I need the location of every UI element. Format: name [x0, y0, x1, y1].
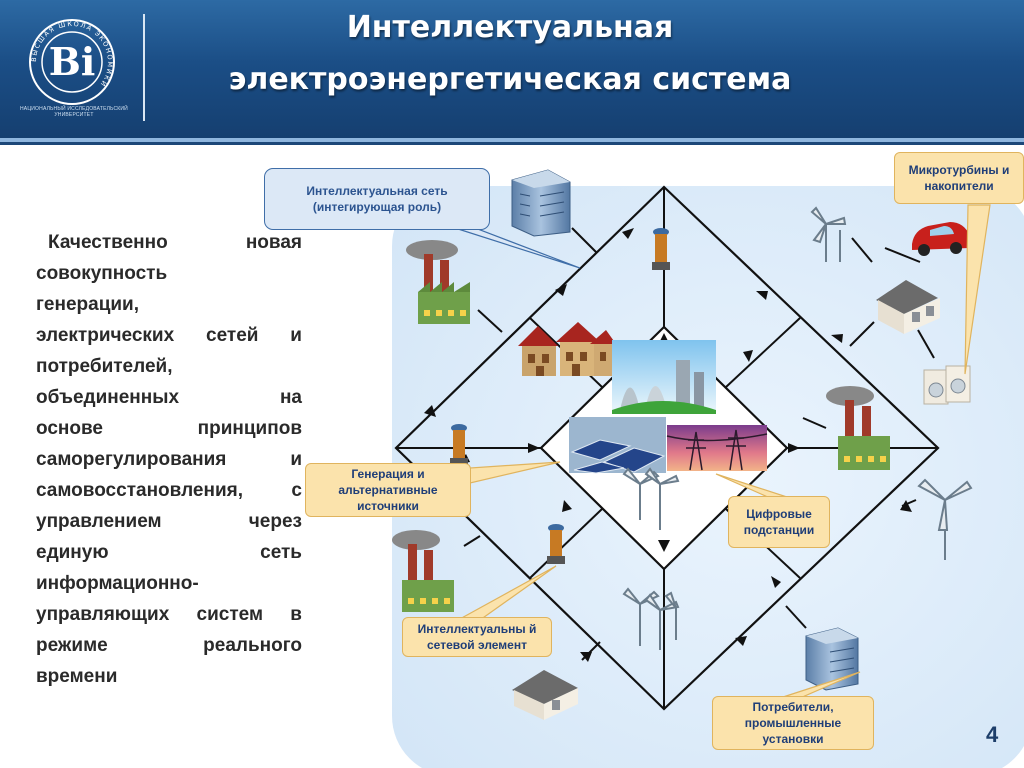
grid-line	[529, 508, 603, 579]
office-building-icon	[511, 169, 571, 237]
callout-microturbines: Микротурбины и накопители	[894, 152, 1024, 204]
text-line: генерации,	[36, 294, 140, 315]
text-line: управляющих систем в	[36, 604, 302, 625]
arrow-icon	[743, 350, 753, 362]
link-line	[571, 227, 597, 253]
wind-turbine-icon	[622, 587, 680, 650]
text-line: единую сеть	[36, 542, 302, 563]
description-text: Качественно новая совокупность генерации…	[36, 227, 302, 692]
callout-consumers: Потребители, промышленные установки	[712, 696, 874, 750]
transformer-icon	[652, 228, 670, 270]
factory-icon	[826, 386, 890, 470]
transformer-icon	[547, 524, 565, 564]
transmission-tower-icon	[666, 425, 768, 471]
link-line	[917, 329, 935, 359]
link-line	[477, 309, 503, 333]
callout-digital-substations-text: Цифровые подстанции	[743, 507, 815, 537]
arrow-icon	[622, 228, 634, 239]
callout-generation: Генерация и альтернативные источники	[305, 463, 471, 517]
text-line: режиме реального	[36, 635, 302, 656]
callout-generation-text: Генерация и альтернативные источники	[338, 467, 438, 513]
power-plant-icon	[612, 340, 716, 414]
callout-consumers-text: Потребители, промышленные установки	[744, 700, 842, 746]
washing-machine-icon	[923, 365, 971, 405]
arrow-icon	[735, 636, 747, 646]
callout-digital-substations: Цифровые подстанции	[728, 496, 830, 548]
link-line	[901, 499, 917, 507]
text-line: совокупность	[36, 263, 168, 284]
text-line: саморегулирования и	[36, 449, 302, 470]
grid-line	[725, 317, 801, 388]
title-line-2: электроэнергетическая система	[228, 62, 792, 97]
link-line	[884, 247, 921, 263]
arrow-icon	[555, 284, 567, 296]
svg-text:Вi: Вi	[49, 39, 96, 84]
factory-icon	[392, 530, 454, 612]
text-line: потребителей,	[36, 356, 173, 377]
header-stripe-dark	[0, 142, 1024, 145]
text-line: электрических сетей и	[36, 325, 302, 346]
house-icon	[876, 280, 940, 334]
page-title: Интеллектуальная электроэнергетическая с…	[160, 2, 860, 106]
callout-network-element: Интеллектуальны й сетевой элемент	[402, 617, 552, 657]
factory-icon	[406, 240, 470, 324]
link-line	[581, 641, 601, 661]
car-icon	[912, 222, 970, 256]
solar-panels-icon	[569, 417, 666, 474]
wind-turbine-icon	[917, 478, 973, 560]
link-line	[849, 321, 875, 347]
header-divider	[143, 14, 145, 121]
link-line	[463, 535, 481, 547]
slide-header: Вi ВЫСШАЯ ШКОЛА ЭКОНОМИКИ НАЦИОНАЛЬНЫЙ И…	[0, 0, 1024, 138]
text-line: времени	[36, 666, 118, 687]
text-line: управлением через	[36, 511, 302, 532]
arrow-icon	[562, 500, 572, 512]
callout-tail	[964, 204, 991, 375]
arrow-icon	[831, 334, 843, 343]
link-line	[802, 417, 827, 429]
title-line-1: Интеллектуальная	[346, 10, 674, 45]
device-links	[463, 227, 935, 661]
wind-turbine-icon	[810, 206, 847, 262]
arrow-icon	[424, 405, 436, 417]
arrow-icon	[756, 291, 768, 300]
text-line: объединенных на	[36, 387, 302, 408]
header-stripe	[0, 138, 1024, 142]
link-line	[851, 237, 873, 263]
arrow-icon	[658, 540, 670, 552]
callout-network-element-text: Интеллектуальны й сетевой элемент	[417, 622, 537, 652]
hse-logo-icon: Вi ВЫСШАЯ ШКОЛА ЭКОНОМИКИ	[29, 19, 115, 105]
text-line: информационно-	[36, 573, 199, 594]
callout-microturbines-text: Микротурбины и накопители	[908, 163, 1010, 193]
arrow-icon	[788, 443, 800, 453]
transformer-icon	[450, 424, 468, 466]
callout-intelligent-grid-text: Интеллектуальная сеть (интегирующая роль…	[306, 184, 448, 214]
page-number: 4	[986, 722, 999, 747]
house-icon	[518, 322, 616, 376]
arrow-icon	[528, 443, 540, 453]
wind-turbine-icon	[622, 467, 680, 530]
callout-intelligent-grid: Интеллектуальная сеть (интегирующая роль…	[264, 168, 490, 230]
arrow-icon	[771, 576, 781, 588]
text-line: самовосстановления, с	[36, 480, 302, 501]
office-building-icon	[805, 627, 859, 691]
text-line: основе принципов	[36, 418, 302, 439]
house-icon	[512, 670, 578, 720]
arrow-icon	[900, 500, 912, 512]
link-line	[785, 605, 807, 629]
text-line: Качественно новая	[48, 232, 302, 253]
university-name: НАЦИОНАЛЬНЫЙ ИССЛЕДОВАТЕЛЬСКИЙ УНИВЕРСИТ…	[20, 106, 128, 118]
